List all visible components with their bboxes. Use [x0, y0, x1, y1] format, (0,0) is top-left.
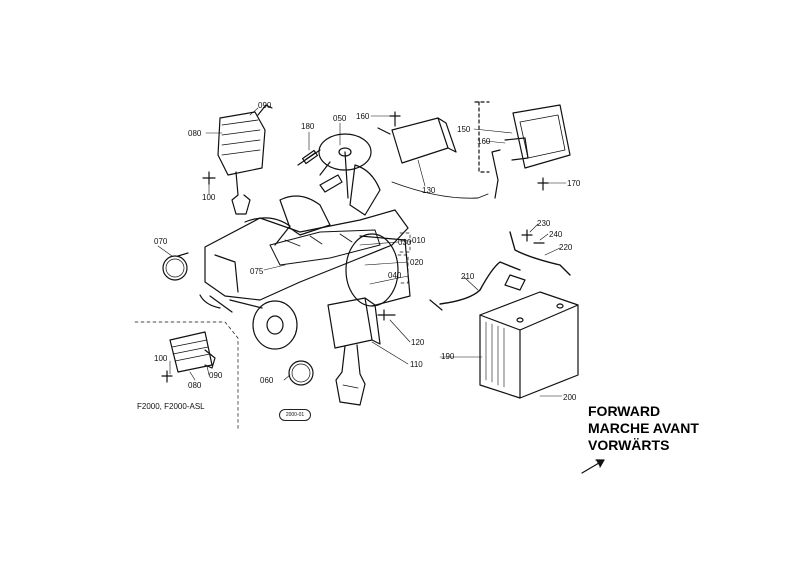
part-label: 200 — [563, 393, 577, 402]
part-label: 190 — [441, 352, 455, 361]
part-label: 170 — [567, 179, 581, 188]
part-label: 060 — [260, 376, 274, 385]
tractor-frame — [204, 209, 409, 301]
part-label: 100 — [154, 354, 168, 363]
part-label: 040 — [388, 271, 402, 280]
part-label: 100 — [202, 193, 216, 202]
part-label: 090 — [258, 101, 272, 110]
part-label: 075 — [250, 267, 264, 276]
direction-vorwaerts: VORWÄRTS — [588, 437, 670, 453]
part-label: 110 — [410, 360, 423, 369]
diagram-code-badge: 2000-01 — [279, 409, 311, 421]
part-label: 010 — [412, 236, 426, 245]
forward-arrow-icon — [581, 459, 605, 474]
part-label: 070 — [154, 237, 168, 246]
part-label: 020 — [410, 258, 424, 267]
part-label: 240 — [549, 230, 563, 239]
part-label: 050 — [333, 114, 347, 123]
part-label: 120 — [411, 338, 425, 347]
regulator-top — [217, 111, 266, 176]
part-label: 080 — [188, 129, 202, 138]
drum — [345, 233, 399, 307]
part-label: 150 — [457, 125, 471, 134]
part-label: 160 — [356, 112, 370, 121]
part-label: 130 — [422, 186, 436, 195]
part-label: 230 — [537, 219, 551, 228]
steering-wheel — [318, 133, 372, 171]
part-label: 030 — [398, 238, 412, 247]
lamp — [512, 104, 571, 169]
part-label: 220 — [559, 243, 573, 252]
part-label: 160 — [477, 137, 491, 146]
seat — [279, 195, 331, 236]
part-label: 180 — [301, 122, 315, 131]
part-label: 080 — [188, 381, 202, 390]
direction-marche-avant: MARCHE AVANT — [588, 420, 699, 436]
box-130 — [391, 117, 449, 164]
regulator-bottom — [169, 331, 213, 373]
front-wheel — [252, 300, 298, 350]
direction-forward: FORWARD — [588, 403, 661, 419]
part-label: 210 — [461, 272, 475, 281]
part-label: 090 — [209, 371, 223, 380]
model-label: F2000, F2000-ASL — [137, 402, 205, 411]
battery — [479, 291, 579, 399]
